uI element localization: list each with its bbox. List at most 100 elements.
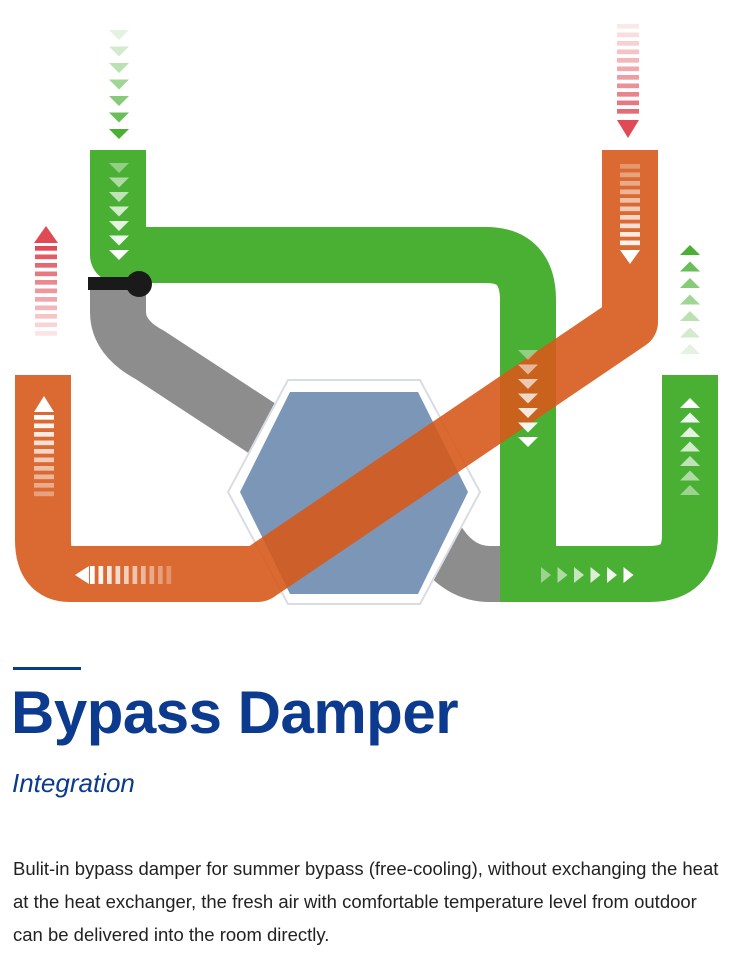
right-arrow-icon <box>574 567 584 583</box>
down-arrow-icon <box>617 41 639 46</box>
down-arrow-icon <box>109 96 129 106</box>
up-arrow-icon <box>34 483 54 488</box>
page-subtitle: Integration <box>12 768 135 798</box>
up-arrow-icon <box>680 412 700 423</box>
left-arrow-icon <box>115 566 121 584</box>
up-arrow-icon <box>680 470 700 481</box>
down-arrow-icon <box>518 437 538 447</box>
up-arrow-icon <box>34 423 54 429</box>
down-arrow-icon <box>617 66 639 72</box>
up-arrow-icon <box>35 297 57 302</box>
up-arrow-icon <box>680 278 700 288</box>
down-arrow-icon <box>617 24 639 29</box>
down-arrow-icon <box>518 364 538 375</box>
left-arrow-icon <box>75 566 89 584</box>
up-arrow-icon <box>34 226 58 243</box>
up-arrow-icon <box>34 415 54 420</box>
down-arrow-icon <box>109 206 129 217</box>
down-arrow-icon <box>109 30 129 40</box>
right-arrow-icon <box>541 567 551 583</box>
up-arrow-icon <box>35 280 57 285</box>
right-arrow-icon <box>607 567 617 583</box>
up-arrow-icon <box>34 440 54 446</box>
down-arrow-icon <box>620 240 640 246</box>
down-arrow-icon <box>518 379 538 389</box>
up-arrow-icon <box>35 254 57 260</box>
description-text: Bulit-in bypass damper for summer bypass… <box>13 858 719 945</box>
down-arrow-icon <box>620 198 640 203</box>
down-arrow-icon <box>109 79 129 90</box>
up-arrow-icon <box>34 457 54 463</box>
up-arrow-icon <box>34 432 54 437</box>
airflow-diagram <box>15 24 718 605</box>
down-arrow-icon <box>620 172 640 178</box>
page-title: Bypass Damper <box>11 679 459 746</box>
down-arrow-icon <box>109 63 129 73</box>
down-arrow-icon <box>109 250 129 260</box>
right-arrow-icon <box>590 567 601 583</box>
up-arrow-icon <box>35 305 57 311</box>
down-arrow-icon <box>617 75 639 80</box>
down-arrow-icon <box>620 164 640 169</box>
down-arrow-icon <box>617 109 639 114</box>
up-arrow-icon <box>680 485 700 495</box>
down-arrow-icon <box>109 235 129 246</box>
left-arrow-icon <box>107 566 112 584</box>
up-arrow-icon <box>680 344 700 354</box>
up-arrow-icon <box>35 288 57 294</box>
right-arrow-icon <box>623 567 634 583</box>
down-arrow-icon <box>620 250 640 264</box>
down-arrow-icon <box>109 192 129 202</box>
damper-icon <box>88 271 152 297</box>
up-arrow-icon <box>680 311 700 321</box>
down-arrow-icon <box>109 46 129 57</box>
left-arrow-icon <box>158 566 163 584</box>
down-arrow-icon <box>617 92 639 97</box>
up-arrow-icon <box>34 449 54 454</box>
up-arrow-icon <box>35 271 57 277</box>
left-arrow-icon <box>98 566 104 584</box>
down-arrow-icon <box>620 181 640 186</box>
up-arrow-icon <box>34 474 54 480</box>
down-arrow-icon <box>620 206 640 212</box>
left-arrow-icon <box>124 566 129 584</box>
fresh-air-duct-junction <box>500 546 540 602</box>
exhaust-duct <box>15 150 658 602</box>
down-arrow-icon <box>620 215 640 220</box>
title-rule <box>13 667 81 670</box>
down-arrow-icon <box>518 422 538 433</box>
up-arrow-icon <box>680 427 700 437</box>
up-arrow-icon <box>34 466 54 471</box>
down-arrow-icon <box>617 49 639 55</box>
down-arrow-icon <box>617 58 639 63</box>
up-arrow-icon <box>35 314 57 319</box>
left-arrow-icon <box>132 566 138 584</box>
up-arrow-icon <box>35 246 57 251</box>
down-arrow-icon <box>518 393 538 404</box>
down-arrow-icon <box>617 83 639 89</box>
up-arrow-icon <box>35 331 57 336</box>
down-arrow-icon <box>109 177 129 188</box>
down-arrow-icon <box>109 221 129 231</box>
left-arrow-icon <box>166 566 172 584</box>
up-arrow-icon <box>680 261 700 272</box>
left-arrow-icon <box>90 566 95 584</box>
up-arrow-icon <box>34 491 54 497</box>
up-arrow-icon <box>680 245 700 255</box>
up-arrow-icon <box>680 441 700 452</box>
up-arrow-icon <box>35 322 57 328</box>
down-arrow-icon <box>518 350 538 360</box>
left-arrow-icon <box>149 566 155 584</box>
down-arrow-icon <box>617 32 639 38</box>
up-arrow-icon <box>35 263 57 268</box>
down-arrow-icon <box>617 100 639 106</box>
right-arrow-icon <box>557 567 568 583</box>
up-arrow-icon <box>680 456 700 466</box>
up-arrow-icon <box>680 327 700 338</box>
down-arrow-icon <box>620 189 640 195</box>
up-arrow-icon <box>680 294 700 305</box>
down-arrow-icon <box>617 120 639 138</box>
down-arrow-icon <box>109 129 129 139</box>
up-arrow-icon <box>680 398 700 408</box>
left-arrow-icon <box>141 566 146 584</box>
